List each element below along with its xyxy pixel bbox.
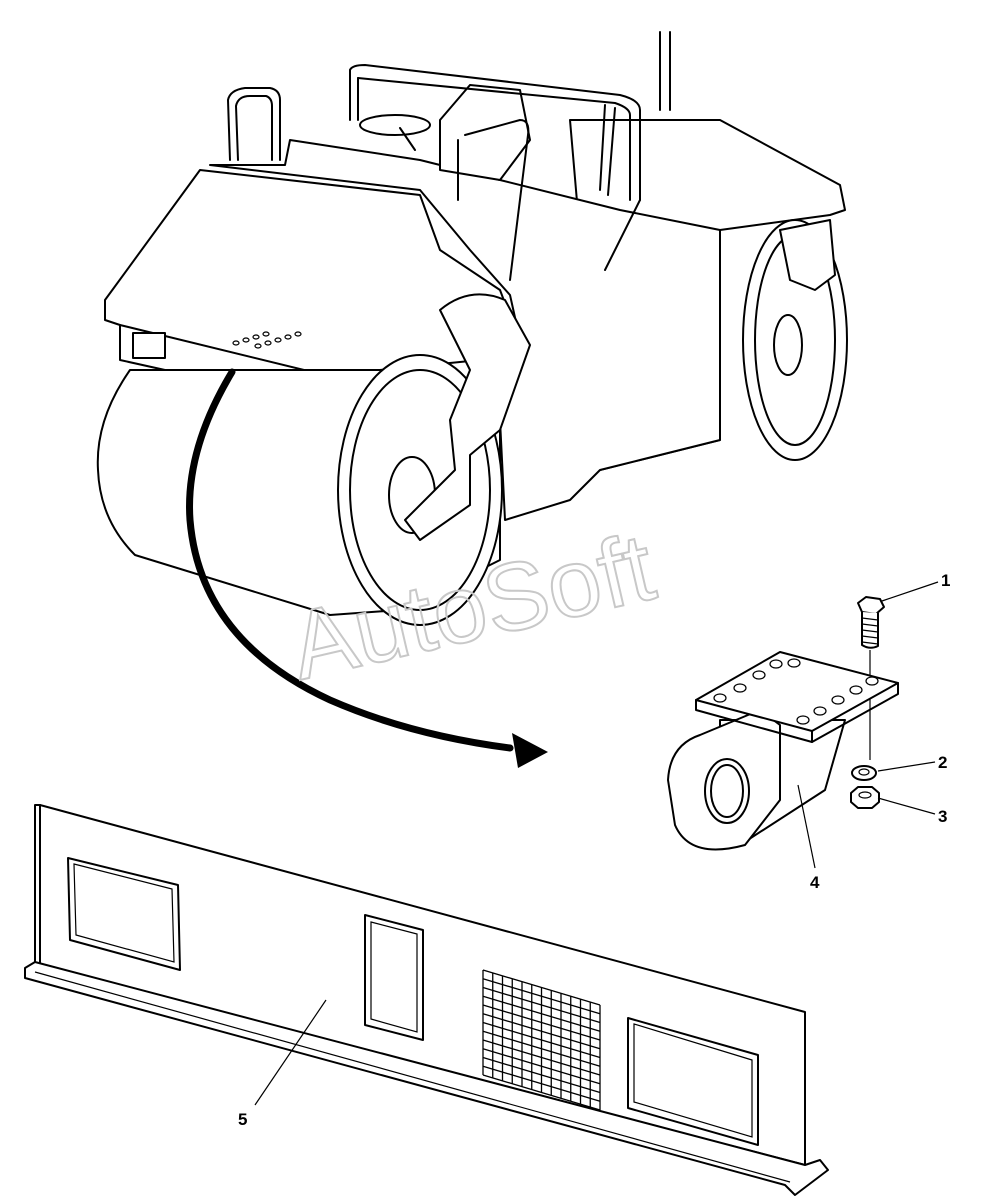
callout-1: 1 xyxy=(941,571,950,590)
grille-line xyxy=(482,995,601,1032)
callout-4: 4 xyxy=(810,873,820,892)
vent-holes xyxy=(232,331,302,349)
grille-line xyxy=(482,1074,601,1111)
assembly-arrow xyxy=(186,368,548,768)
grille-line xyxy=(482,1039,601,1076)
grille-line xyxy=(482,986,601,1024)
callout-5: 5 xyxy=(238,1110,247,1129)
bolt xyxy=(857,596,885,649)
grille-line xyxy=(482,1021,601,1059)
grille-line xyxy=(482,1030,601,1067)
mounting-bracket-assembly xyxy=(667,596,899,851)
plate-holes xyxy=(713,658,879,725)
grille-line xyxy=(482,1013,601,1050)
grille xyxy=(482,969,601,1111)
callout-2: 2 xyxy=(938,753,947,772)
grille-line xyxy=(482,1056,601,1094)
grille-line xyxy=(482,978,601,1015)
road-roller-illustration xyxy=(96,31,848,626)
grille-line xyxy=(482,1065,601,1102)
callout-leaders xyxy=(254,581,939,1106)
grille-line xyxy=(482,969,601,1006)
grille-line xyxy=(482,1004,601,1041)
grille-line xyxy=(482,1048,601,1085)
callout-3: 3 xyxy=(938,807,947,826)
nut xyxy=(850,786,880,809)
front-cover-panel xyxy=(24,804,829,1196)
washer xyxy=(851,765,877,781)
